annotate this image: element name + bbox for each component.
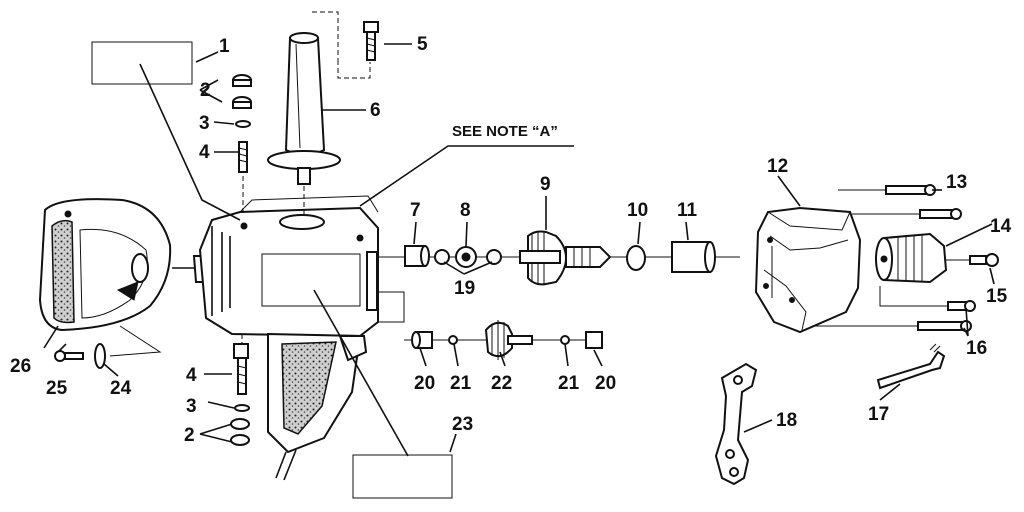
callout-11: 11 xyxy=(677,200,698,221)
see-note-label: SEE NOTE “A” xyxy=(452,123,558,140)
side-handle xyxy=(267,32,341,216)
pistol-grip xyxy=(267,332,368,481)
callout-6: 6 xyxy=(370,100,381,121)
motor-housing xyxy=(198,195,379,338)
top-brush-parts xyxy=(232,74,252,214)
callout-20-right: 20 xyxy=(595,373,616,394)
callout-3-bottom: 3 xyxy=(186,396,197,417)
callout-2-bottom: 2 xyxy=(184,425,195,446)
upper-gear-train xyxy=(378,230,740,286)
label-plate-1 xyxy=(91,41,193,85)
bottom-brush-parts xyxy=(230,334,250,446)
lower-gear-train xyxy=(378,291,603,360)
callout-18: 18 xyxy=(776,410,797,431)
callout-1: 1 xyxy=(219,36,230,57)
callout-21-left: 21 xyxy=(450,373,472,394)
callout-19: 19 xyxy=(454,278,475,299)
callout-22: 22 xyxy=(491,373,512,394)
callout-13: 13 xyxy=(946,172,967,193)
callout-9: 9 xyxy=(540,174,551,195)
cover-screw-and-washer xyxy=(54,325,162,369)
drill-chuck xyxy=(875,232,948,284)
callout-17: 17 xyxy=(868,404,889,425)
rear-handle-cover xyxy=(38,198,216,332)
callout-14: 14 xyxy=(990,216,1012,237)
callout-16: 16 xyxy=(966,338,987,359)
callout-2-top: 2 xyxy=(200,80,211,101)
callout-12: 12 xyxy=(767,156,788,177)
callout-5: 5 xyxy=(417,34,428,55)
callout-20-left: 20 xyxy=(414,373,435,394)
callout-15: 15 xyxy=(986,286,1008,307)
callout-10: 10 xyxy=(627,200,648,221)
callout-8: 8 xyxy=(460,200,471,221)
callout-3-top: 3 xyxy=(199,113,210,134)
hex-key xyxy=(876,343,946,390)
chuck-key-bracket xyxy=(714,362,758,486)
bolt-5 xyxy=(312,11,379,79)
callout-26: 26 xyxy=(10,356,31,377)
callout-4-top: 4 xyxy=(199,142,210,163)
callout-21-right: 21 xyxy=(558,373,580,394)
leader-lines xyxy=(43,43,995,457)
callout-24: 24 xyxy=(110,378,132,399)
callout-numbers: 1 2 3 4 5 6 7 8 9 10 11 12 13 14 15 16 1… xyxy=(10,34,1012,446)
gear-case xyxy=(754,206,862,334)
label-plate-23 xyxy=(352,454,453,499)
callout-23: 23 xyxy=(452,414,473,435)
case-screws xyxy=(812,184,999,332)
callout-7: 7 xyxy=(410,200,421,221)
callout-25: 25 xyxy=(46,378,68,399)
callout-4-bottom: 4 xyxy=(186,365,197,386)
